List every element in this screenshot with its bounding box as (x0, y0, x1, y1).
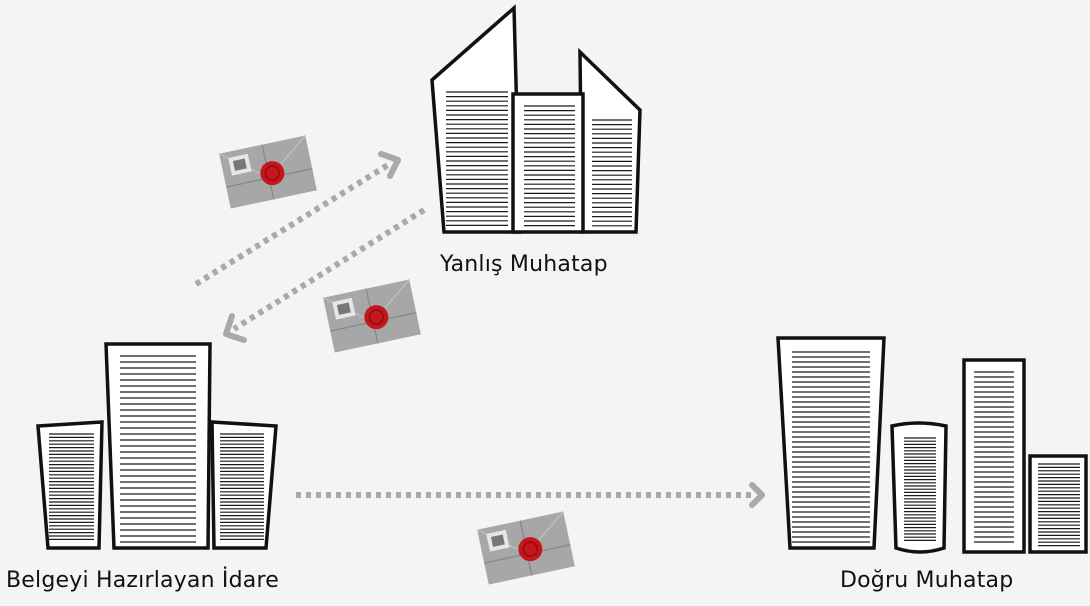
building-icon (430, 4, 522, 234)
building-icon (578, 47, 642, 234)
envelope-icon (322, 278, 421, 353)
building-icon (1028, 454, 1088, 554)
correct-recipient-buildings (776, 336, 1088, 554)
wax-seal-icon (364, 305, 389, 330)
node-label-wrong-recipient: Yanlış Muhatap (440, 252, 608, 277)
sender-buildings (36, 342, 278, 550)
building-icon (104, 342, 212, 550)
wrong-recipient-buildings (430, 4, 642, 234)
building-icon (511, 92, 585, 234)
building-icon (36, 420, 104, 550)
building-icon (210, 420, 278, 550)
building-icon (890, 421, 948, 554)
building-icon (962, 358, 1026, 554)
arrow-sender-to-correct (296, 482, 765, 508)
arrow-wrong-to-sender (223, 207, 426, 343)
building-icon (776, 336, 886, 550)
envelope-icon (476, 510, 575, 585)
envelope-icon (218, 134, 317, 209)
node-label-correct-recipient: Doğru Muhatap (840, 568, 1014, 593)
wax-seal-icon (518, 537, 543, 562)
arrow-sender-to-wrong (194, 151, 401, 287)
wax-seal-icon (260, 161, 285, 186)
node-label-sender: Belgeyi Hazırlayan İdare (6, 568, 279, 593)
